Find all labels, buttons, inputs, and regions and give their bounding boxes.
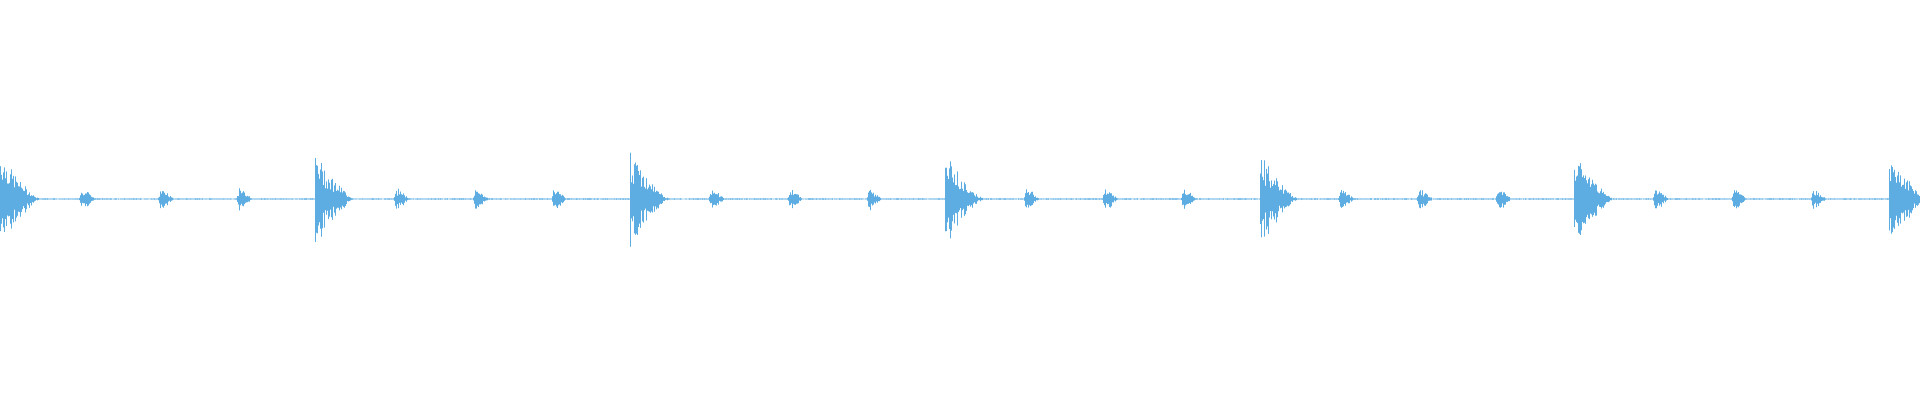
waveform-path xyxy=(0,152,1920,247)
waveform-trace xyxy=(0,152,1920,247)
